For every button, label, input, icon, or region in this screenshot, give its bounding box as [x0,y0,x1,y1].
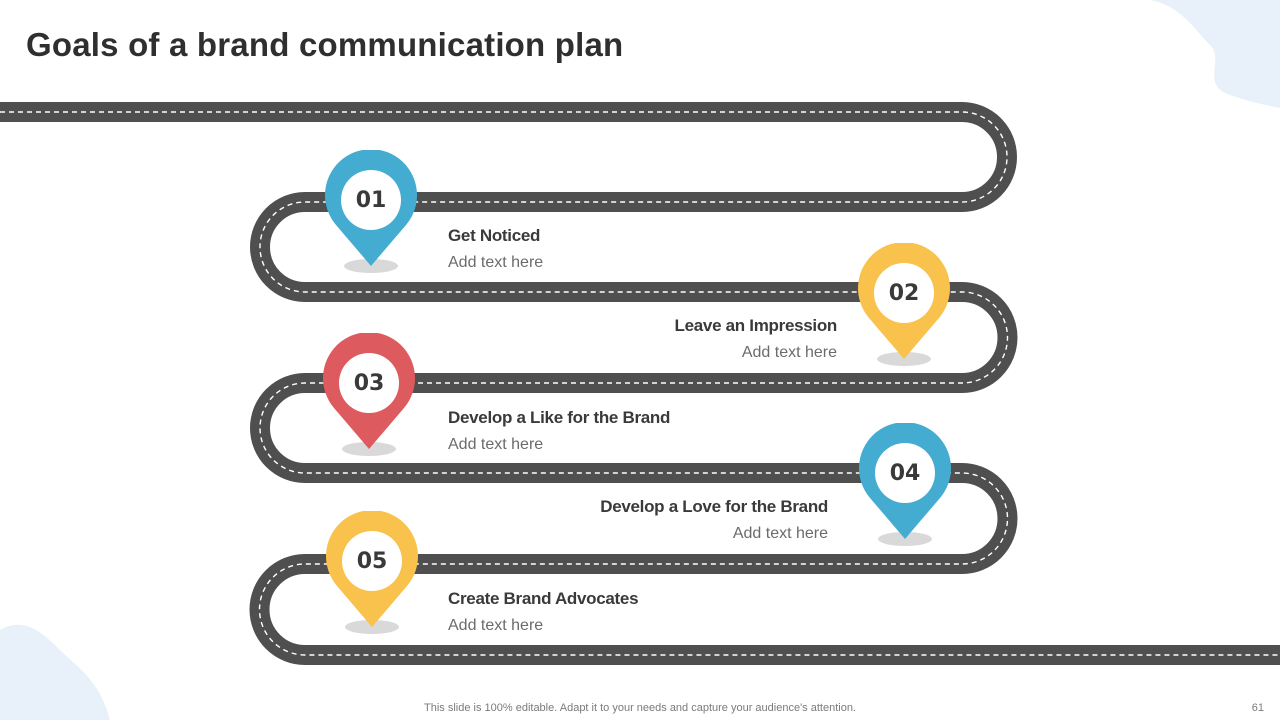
step-subtitle: Add text here [448,254,544,271]
step-label-02: Leave an Impression Add text here [674,316,838,362]
corner-blob-bottom-left [0,624,110,720]
step-number: 02 [888,280,920,306]
step-subtitle: Add text here [732,525,828,542]
map-pin-icon [323,332,415,456]
step-title: Develop a Love for the Brand [600,497,828,516]
map-pin-05: 05 [322,510,422,641]
footer-note: This slide is 100% editable. Adapt it to… [424,702,856,714]
map-pin-03: 03 [319,332,419,463]
map-pin-icon [858,242,950,366]
step-subtitle: Add text here [448,436,544,453]
corner-blob-top-right [1150,0,1280,108]
page-number: 61 [1251,702,1264,714]
step-label-04: Develop a Love for the Brand Add text he… [600,497,828,543]
map-pin-04: 04 [855,422,955,553]
step-title: Get Noticed [448,226,541,245]
step-title: Create Brand Advocates [448,589,639,608]
map-pin-01: 01 [321,149,421,280]
map-pin-02: 02 [854,242,954,373]
step-title: Leave an Impression [674,316,838,335]
step-title: Develop a Like for the Brand [448,408,671,427]
step-subtitle: Add text here [741,344,837,361]
map-pin-icon [325,149,417,273]
step-number: 01 [355,187,387,213]
map-pin-icon [326,510,418,634]
step-label-05: Create Brand Advocates Add text here [448,589,639,635]
step-label-01: Get Noticed Add text here [448,226,543,272]
step-number: 05 [356,548,388,574]
step-number: 03 [353,370,385,396]
page-title: Goals of a brand communication plan [26,26,624,63]
step-number: 04 [889,460,921,486]
road-surface [0,102,1280,665]
step-subtitle: Add text here [448,617,544,634]
map-pin-icon [859,422,951,546]
step-label-03: Develop a Like for the Brand Add text he… [448,408,670,454]
